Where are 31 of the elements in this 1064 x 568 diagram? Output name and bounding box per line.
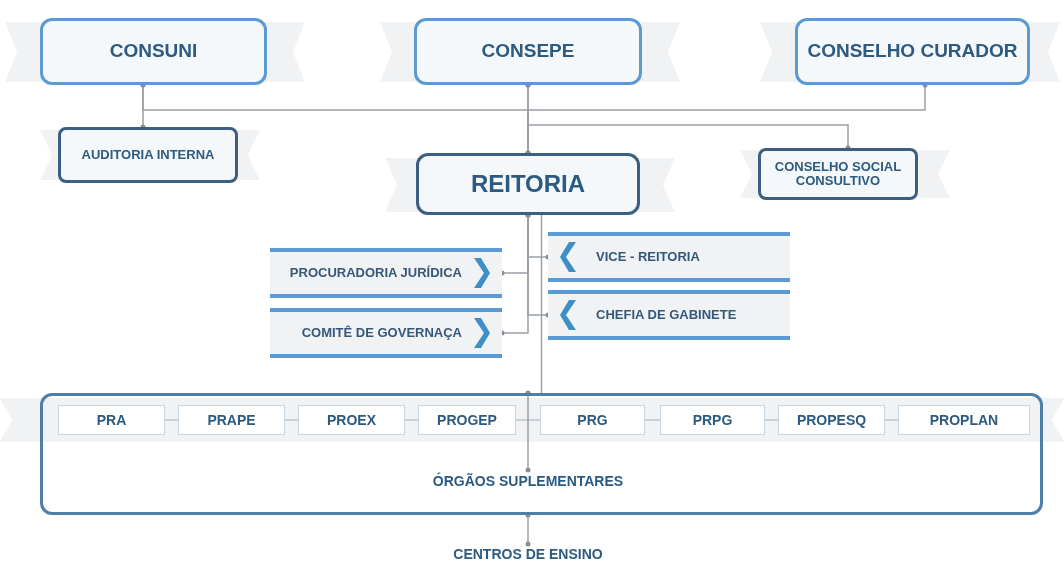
connector-line — [644, 419, 661, 421]
council-box: CONSUNI — [40, 18, 267, 85]
connector-line — [404, 419, 419, 421]
unit-label: CENTROS DE ENSINO — [418, 544, 638, 564]
pro-rectorate-box: PRPG — [660, 405, 765, 435]
ribbon-label: PROCURADORIA JURÍDICA — [270, 248, 502, 298]
connector-line — [284, 419, 299, 421]
connector-line — [525, 390, 531, 473]
connector-line — [525, 512, 531, 547]
connector-line — [164, 419, 179, 421]
pro-rectorate-box: PRAPE — [178, 405, 285, 435]
connector-line — [540, 214, 543, 394]
rectorate-box: REITORIA — [416, 153, 640, 215]
group-frame — [40, 393, 1043, 515]
connector-line — [884, 419, 899, 421]
pro-rectorate-box: PROPLAN — [898, 405, 1030, 435]
unit-box: AUDITORIA INTERNA — [58, 127, 238, 183]
ribbon-label: CHEFIA DE GABINETE — [548, 290, 790, 340]
ribbon-label: COMITÊ DE GOVERNAÇA — [270, 308, 502, 358]
pro-rectorate-box: PRG — [540, 405, 645, 435]
unit-box: CONSELHO SOCIAL CONSULTIVO — [758, 148, 918, 200]
pro-rectorate-box: PROEX — [298, 405, 405, 435]
ribbon-label: VICE - REITORIA — [548, 232, 790, 282]
pro-rectorate-box: PRA — [58, 405, 165, 435]
unit-label: ÓRGÃOS SUPLEMENTARES — [418, 470, 638, 492]
council-box: CONSELHO CURADOR — [795, 18, 1030, 85]
pro-rectorate-box: PROPESQ — [778, 405, 885, 435]
pro-rectorate-box: PROGEP — [418, 405, 516, 435]
council-box: CONSEPE — [414, 18, 642, 85]
connector-line — [764, 419, 779, 421]
connector-line — [515, 419, 541, 421]
